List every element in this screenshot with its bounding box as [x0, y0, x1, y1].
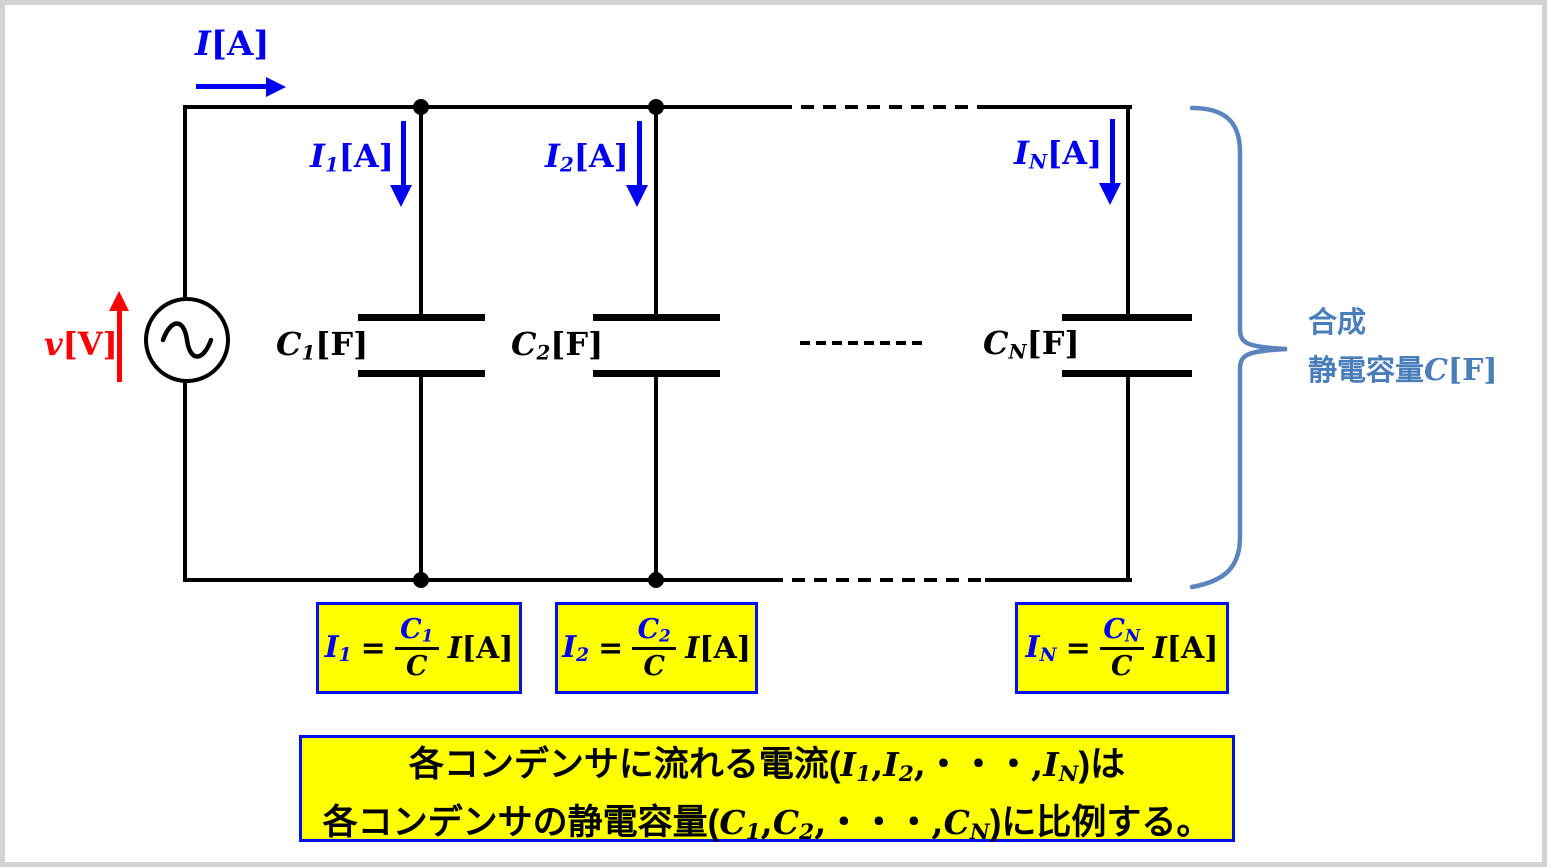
capacitorN-label: CN[F]: [983, 324, 1080, 364]
branch2-arrow-shaft: [637, 121, 642, 185]
branchN-arrow-head-icon: [1099, 183, 1121, 205]
frame-border-bottom: [0, 862, 1547, 867]
conclusion-line-2: 各コンデンサの静電容量(C1,C2,・・・,CN)に比例する。: [322, 801, 1212, 845]
wire-bottom-solid-left: [185, 578, 770, 582]
ellipsis-dashed-line: [800, 341, 925, 345]
source-voltage-arrow-head-icon: [109, 291, 129, 311]
wire-branch1-upper: [419, 105, 423, 314]
wire-bottom-dashed: [770, 578, 985, 582]
formula1-rhs: I[A]: [447, 630, 514, 666]
wire-branchN-upper: [1126, 105, 1130, 314]
sine-wave-icon: [160, 321, 214, 359]
formula1-equals: =: [360, 630, 386, 666]
formula1-lhs: I1: [324, 629, 352, 667]
capacitor1-bottom-plate: [358, 370, 485, 377]
source-voltage-label: v[V]: [44, 325, 118, 363]
branch1-arrow-shaft: [401, 121, 406, 185]
formula-box-2: I2 = C2 C I[A]: [555, 602, 758, 694]
branchN-arrow-shaft: [1110, 119, 1115, 183]
formula1-fraction: C1 C: [394, 616, 439, 680]
formula-box-N: IN = CN C I[A]: [1015, 602, 1229, 694]
wire-top-solid-left: [185, 105, 779, 109]
formula2-lhs: I2: [562, 629, 590, 667]
wire-left-upper: [183, 105, 187, 299]
wire-branch2-upper: [654, 105, 658, 314]
junction-dot-bottom-2: [648, 572, 664, 588]
formula2-rhs: I[A]: [685, 630, 751, 666]
combined-capacitance-label: 合成 静電容量C[F]: [1308, 300, 1498, 395]
wire-bottom-solid-right: [985, 578, 1132, 582]
capacitor2-bottom-plate: [593, 370, 720, 377]
total-current-arrow-shaft: [196, 84, 266, 89]
formula2-fraction: C2 C: [632, 616, 677, 680]
wire-top-solid-right: [985, 105, 1132, 109]
branch2-arrow-head-icon: [626, 185, 648, 207]
ac-source-icon: [144, 297, 230, 383]
formulaN-equals: =: [1065, 630, 1091, 666]
junction-dot-top-1: [413, 99, 429, 115]
junction-dot-bottom-1: [413, 572, 429, 588]
frame-border-left: [0, 0, 5, 867]
source-voltage-arrow-shaft: [117, 309, 122, 382]
formula-box-1: I1 = C1 C I[A]: [316, 602, 522, 694]
capacitorN-top-plate: [1062, 314, 1192, 321]
formulaN-fraction: CN C: [1099, 616, 1144, 680]
formulaN-lhs: IN: [1025, 629, 1057, 667]
fraction-bar: [394, 647, 439, 651]
capacitor1-top-plate: [358, 314, 485, 321]
capacitor1-label: C1[F]: [276, 325, 369, 365]
wire-branch2-lower: [654, 377, 658, 582]
conclusion-box: 各コンデンサに流れる電流(I1,I2,・・・,IN)は 各コンデンサの静電容量(…: [299, 735, 1235, 845]
wire-branchN-lower: [1126, 377, 1130, 582]
total-current-label: I[A]: [195, 24, 270, 64]
combined-capacitance-line2: 静電容量C[F]: [1308, 353, 1498, 388]
formulaN-rhs: I[A]: [1152, 630, 1219, 666]
frame-border-right: [1542, 0, 1547, 867]
wire-top-dashed: [779, 105, 985, 109]
capacitor2-top-plate: [593, 314, 720, 321]
capacitor2-label: C2[F]: [511, 325, 604, 365]
formula2-equals: =: [598, 630, 624, 666]
fraction-bar: [1099, 647, 1144, 651]
fraction-bar: [632, 647, 677, 651]
frame-border-top: [0, 0, 1547, 5]
brace-icon: [1189, 105, 1288, 590]
branchN-current-label: IN[A]: [1014, 134, 1103, 174]
junction-dot-top-2: [648, 99, 664, 115]
branch1-arrow-head-icon: [390, 185, 412, 207]
combined-capacitance-line1: 合成: [1308, 307, 1367, 339]
wire-left-lower: [183, 381, 187, 582]
branch1-current-label: I1[A]: [310, 137, 394, 177]
conclusion-line-1: 各コンデンサに流れる電流(I1,I2,・・・,IN)は: [408, 744, 1126, 787]
total-current-arrow-head-icon: [266, 77, 286, 97]
wire-branch1-lower: [419, 377, 423, 582]
capacitorN-bottom-plate: [1062, 370, 1192, 377]
branch2-current-label: I2[A]: [545, 137, 629, 177]
